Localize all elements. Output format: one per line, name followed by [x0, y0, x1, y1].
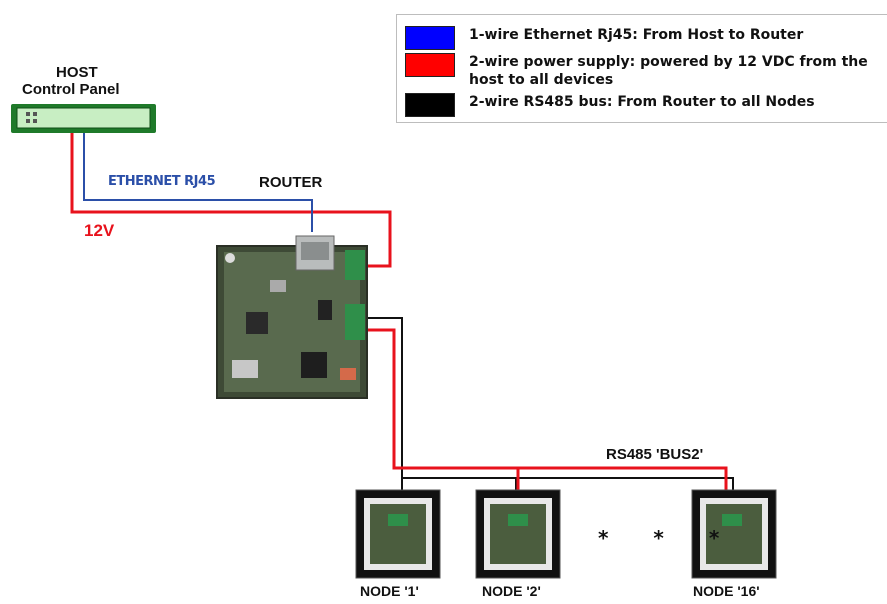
node-16-label: NODE '16' [693, 583, 760, 599]
bus-terminal [345, 304, 365, 340]
legend-item-ethernet: 1-wire Ethernet Rj45: From Host to Route… [405, 26, 879, 50]
legend-text: 2-wire RS485 bus: From Router to all Nod… [469, 94, 815, 110]
rs485-bus-wire [368, 317, 734, 510]
keypad-icon [26, 112, 37, 123]
router-board [216, 235, 368, 399]
node-16 [691, 489, 777, 579]
legend-swatch [405, 53, 455, 77]
legend: 1-wire Ethernet Rj45: From Host to Route… [396, 14, 887, 123]
legend-text: 1-wire Ethernet Rj45: From Host to Route… [469, 27, 804, 43]
node-1-label: NODE '1' [360, 583, 419, 599]
router-label: ROUTER [259, 174, 323, 191]
ethernet-wire [83, 132, 313, 232]
power-label: 12V [84, 221, 115, 240]
legend-item-power: 2-wire power supply: powered by 12 VDC f… [405, 53, 879, 89]
legend-swatch [405, 93, 455, 117]
host-subtitle: Control Panel [22, 81, 120, 98]
host-title: HOST [56, 64, 98, 81]
ethernet-label: ETHERNET RJ45 [108, 174, 216, 189]
power-bus-wire [368, 328, 728, 510]
node-2 [475, 489, 561, 579]
power-wire [70, 132, 392, 268]
legend-text: 2-wire power supply: powered by 12 VDC f… [469, 54, 868, 88]
host-control-panel [11, 104, 156, 133]
node-2-label: NODE '2' [482, 583, 541, 599]
node-1 [355, 489, 441, 579]
legend-item-bus: 2-wire RS485 bus: From Router to all Nod… [405, 93, 879, 117]
power-terminal [345, 250, 365, 280]
legend-swatch [405, 26, 455, 50]
ellipsis: * * * [598, 526, 739, 550]
bus-label: RS485 'BUS2' [606, 446, 704, 463]
